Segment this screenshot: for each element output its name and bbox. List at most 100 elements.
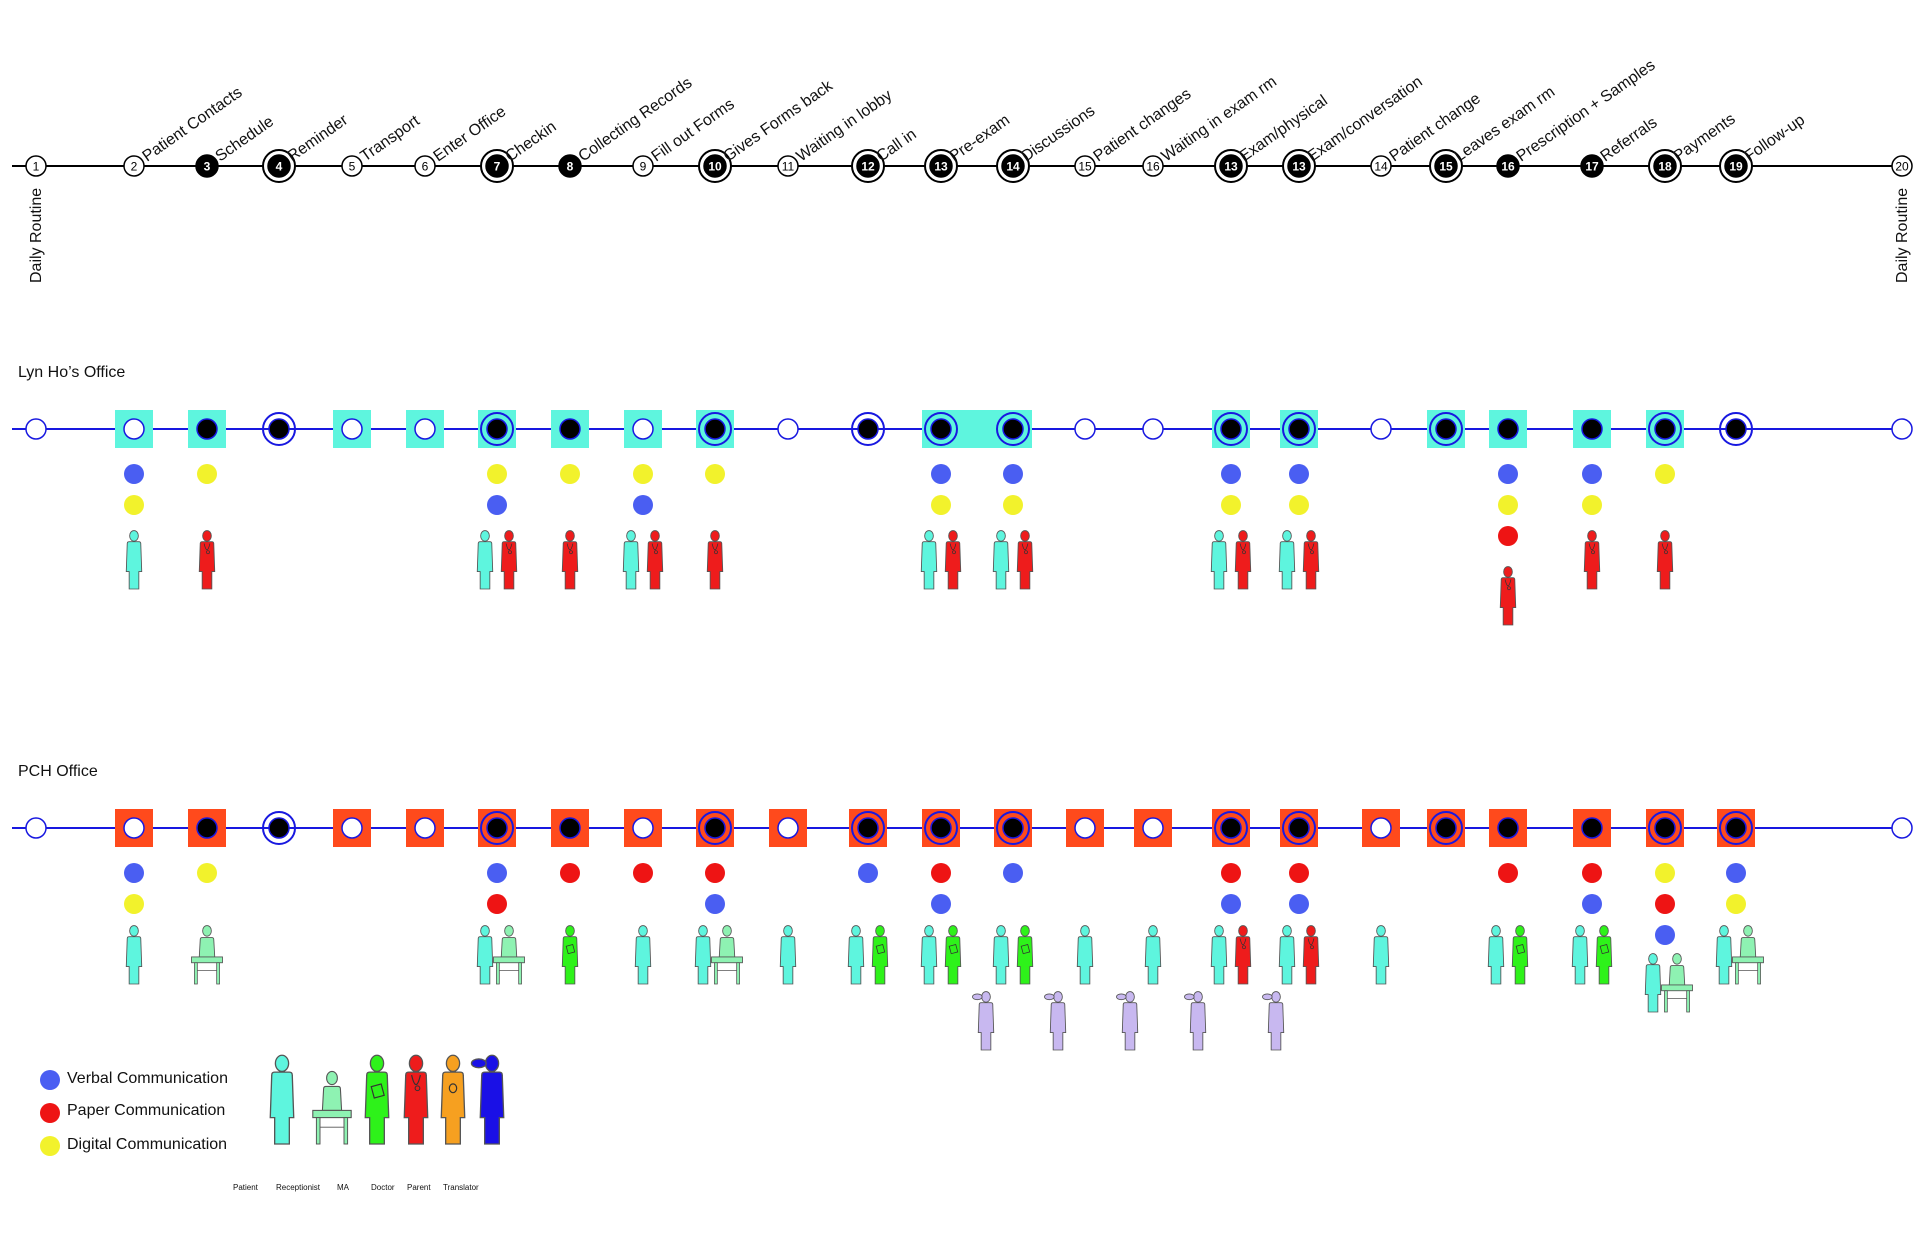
patient-figure-icon: [125, 925, 143, 985]
step-node: [704, 817, 726, 839]
timeline-step-label: Checkin: [503, 118, 560, 165]
receptionist-figure-icon: [1661, 953, 1693, 1013]
step-node: [1654, 817, 1676, 839]
timeline-node-number: 20: [1895, 160, 1909, 174]
timeline-node-number: 17: [1585, 160, 1599, 174]
step-node-ring: [698, 811, 732, 845]
step-node: [414, 817, 436, 839]
verbal-communication-dot: [705, 894, 725, 914]
translator-figure-icon: [972, 991, 995, 1051]
verbal-communication-dot: [931, 894, 951, 914]
patient-figure-icon: [1487, 925, 1505, 985]
timeline-node: [1001, 154, 1025, 178]
step-node: [1002, 418, 1024, 440]
digital-communication-dot: [931, 495, 951, 515]
office-step: [1487, 809, 1529, 985]
office-step: [188, 809, 226, 985]
step-node-ring: [262, 811, 296, 845]
office-end-node: [25, 418, 47, 440]
doctor-figure-icon: [500, 530, 518, 590]
office-step: [1573, 410, 1611, 590]
office-step: [777, 418, 799, 440]
doctor-figure-icon: [1234, 530, 1252, 590]
step-node: [1288, 817, 1310, 839]
office-step: [333, 410, 371, 448]
digital-communication-dot: [1726, 894, 1746, 914]
step-node: [196, 418, 218, 440]
legend-icons: [40, 1054, 505, 1156]
timeline-node: [1074, 155, 1096, 177]
doctor-figure-icon: [1583, 530, 1601, 590]
office-step: [1362, 809, 1400, 985]
patient-figure-icon: [622, 530, 640, 590]
office-row-0: [12, 410, 1913, 626]
patient-figure-icon: [1571, 925, 1589, 985]
paper-communication-dot: [931, 863, 951, 883]
patient-figure-icon: [476, 925, 494, 985]
timeline-node-number: 6: [422, 160, 429, 174]
step-node: [268, 418, 290, 440]
step-node: [1581, 418, 1603, 440]
office-step: [1644, 809, 1693, 1013]
office-step: [406, 809, 444, 847]
doctor-figure-icon: [1302, 925, 1320, 985]
step-node: [486, 418, 508, 440]
paper-communication-dot: [1498, 526, 1518, 546]
timeline-node-number: 13: [1224, 160, 1238, 174]
office-step: [851, 412, 885, 446]
patient-figure-icon: [634, 925, 652, 985]
step-node: [704, 418, 726, 440]
timeline-node: [1219, 154, 1243, 178]
digital-communication-dot: [1221, 495, 1241, 515]
verbal-communication-dot: [1003, 464, 1023, 484]
patient-figure-icon: [1144, 925, 1162, 985]
translator-figure-icon: [470, 1054, 505, 1145]
step-node: [1288, 418, 1310, 440]
step-node-ring: [1719, 412, 1753, 446]
patient-figure-icon: [992, 925, 1010, 985]
office-step: [1719, 412, 1753, 446]
timeline-node-number: 15: [1439, 160, 1453, 174]
timeline-node: [1434, 154, 1458, 178]
digital-communication-dot: [1003, 495, 1023, 515]
office-step: [406, 410, 444, 448]
ma-figure-icon: [871, 925, 889, 985]
paper-communication-dot: [1289, 863, 1309, 883]
office-step: [1134, 809, 1207, 1051]
ma-figure-icon: [1016, 925, 1034, 985]
step-node-ring: [851, 811, 885, 845]
step-node: [123, 418, 145, 440]
ma-figure-icon: [1595, 925, 1613, 985]
timeline-node-number: 16: [1146, 160, 1160, 174]
doctor-figure-icon: [1234, 925, 1252, 985]
timeline-node-number: 8: [567, 160, 574, 174]
office-step: [992, 410, 1034, 590]
office-step: [992, 809, 1067, 1051]
patient-figure-icon: [1278, 530, 1296, 590]
timeline-node-number: 9: [640, 160, 647, 174]
step-node: [268, 817, 290, 839]
timeline-node: [341, 155, 363, 177]
office-end-node: [1891, 817, 1913, 839]
doctor-figure-icon: [1016, 530, 1034, 590]
step-node: [1074, 817, 1096, 839]
step-node-ring: [1719, 811, 1753, 845]
step-node-ring: [851, 412, 885, 446]
verbal-communication-dot: [1003, 863, 1023, 883]
digital-communication-dot: [197, 464, 217, 484]
patient-figure-icon: [1210, 530, 1228, 590]
doctor-figure-icon: [198, 530, 216, 590]
step-node: [1142, 418, 1164, 440]
timeline-step-label: Transport: [358, 112, 424, 165]
office-step: [476, 410, 518, 590]
digital-communication-dot: [1655, 863, 1675, 883]
verbal-communication-dot: [1289, 894, 1309, 914]
ma-figure-icon: [1511, 925, 1529, 985]
timeline-node: [267, 154, 291, 178]
office-step: [1210, 410, 1252, 590]
office-step: [188, 410, 226, 590]
doctor-figure-icon: [944, 530, 962, 590]
